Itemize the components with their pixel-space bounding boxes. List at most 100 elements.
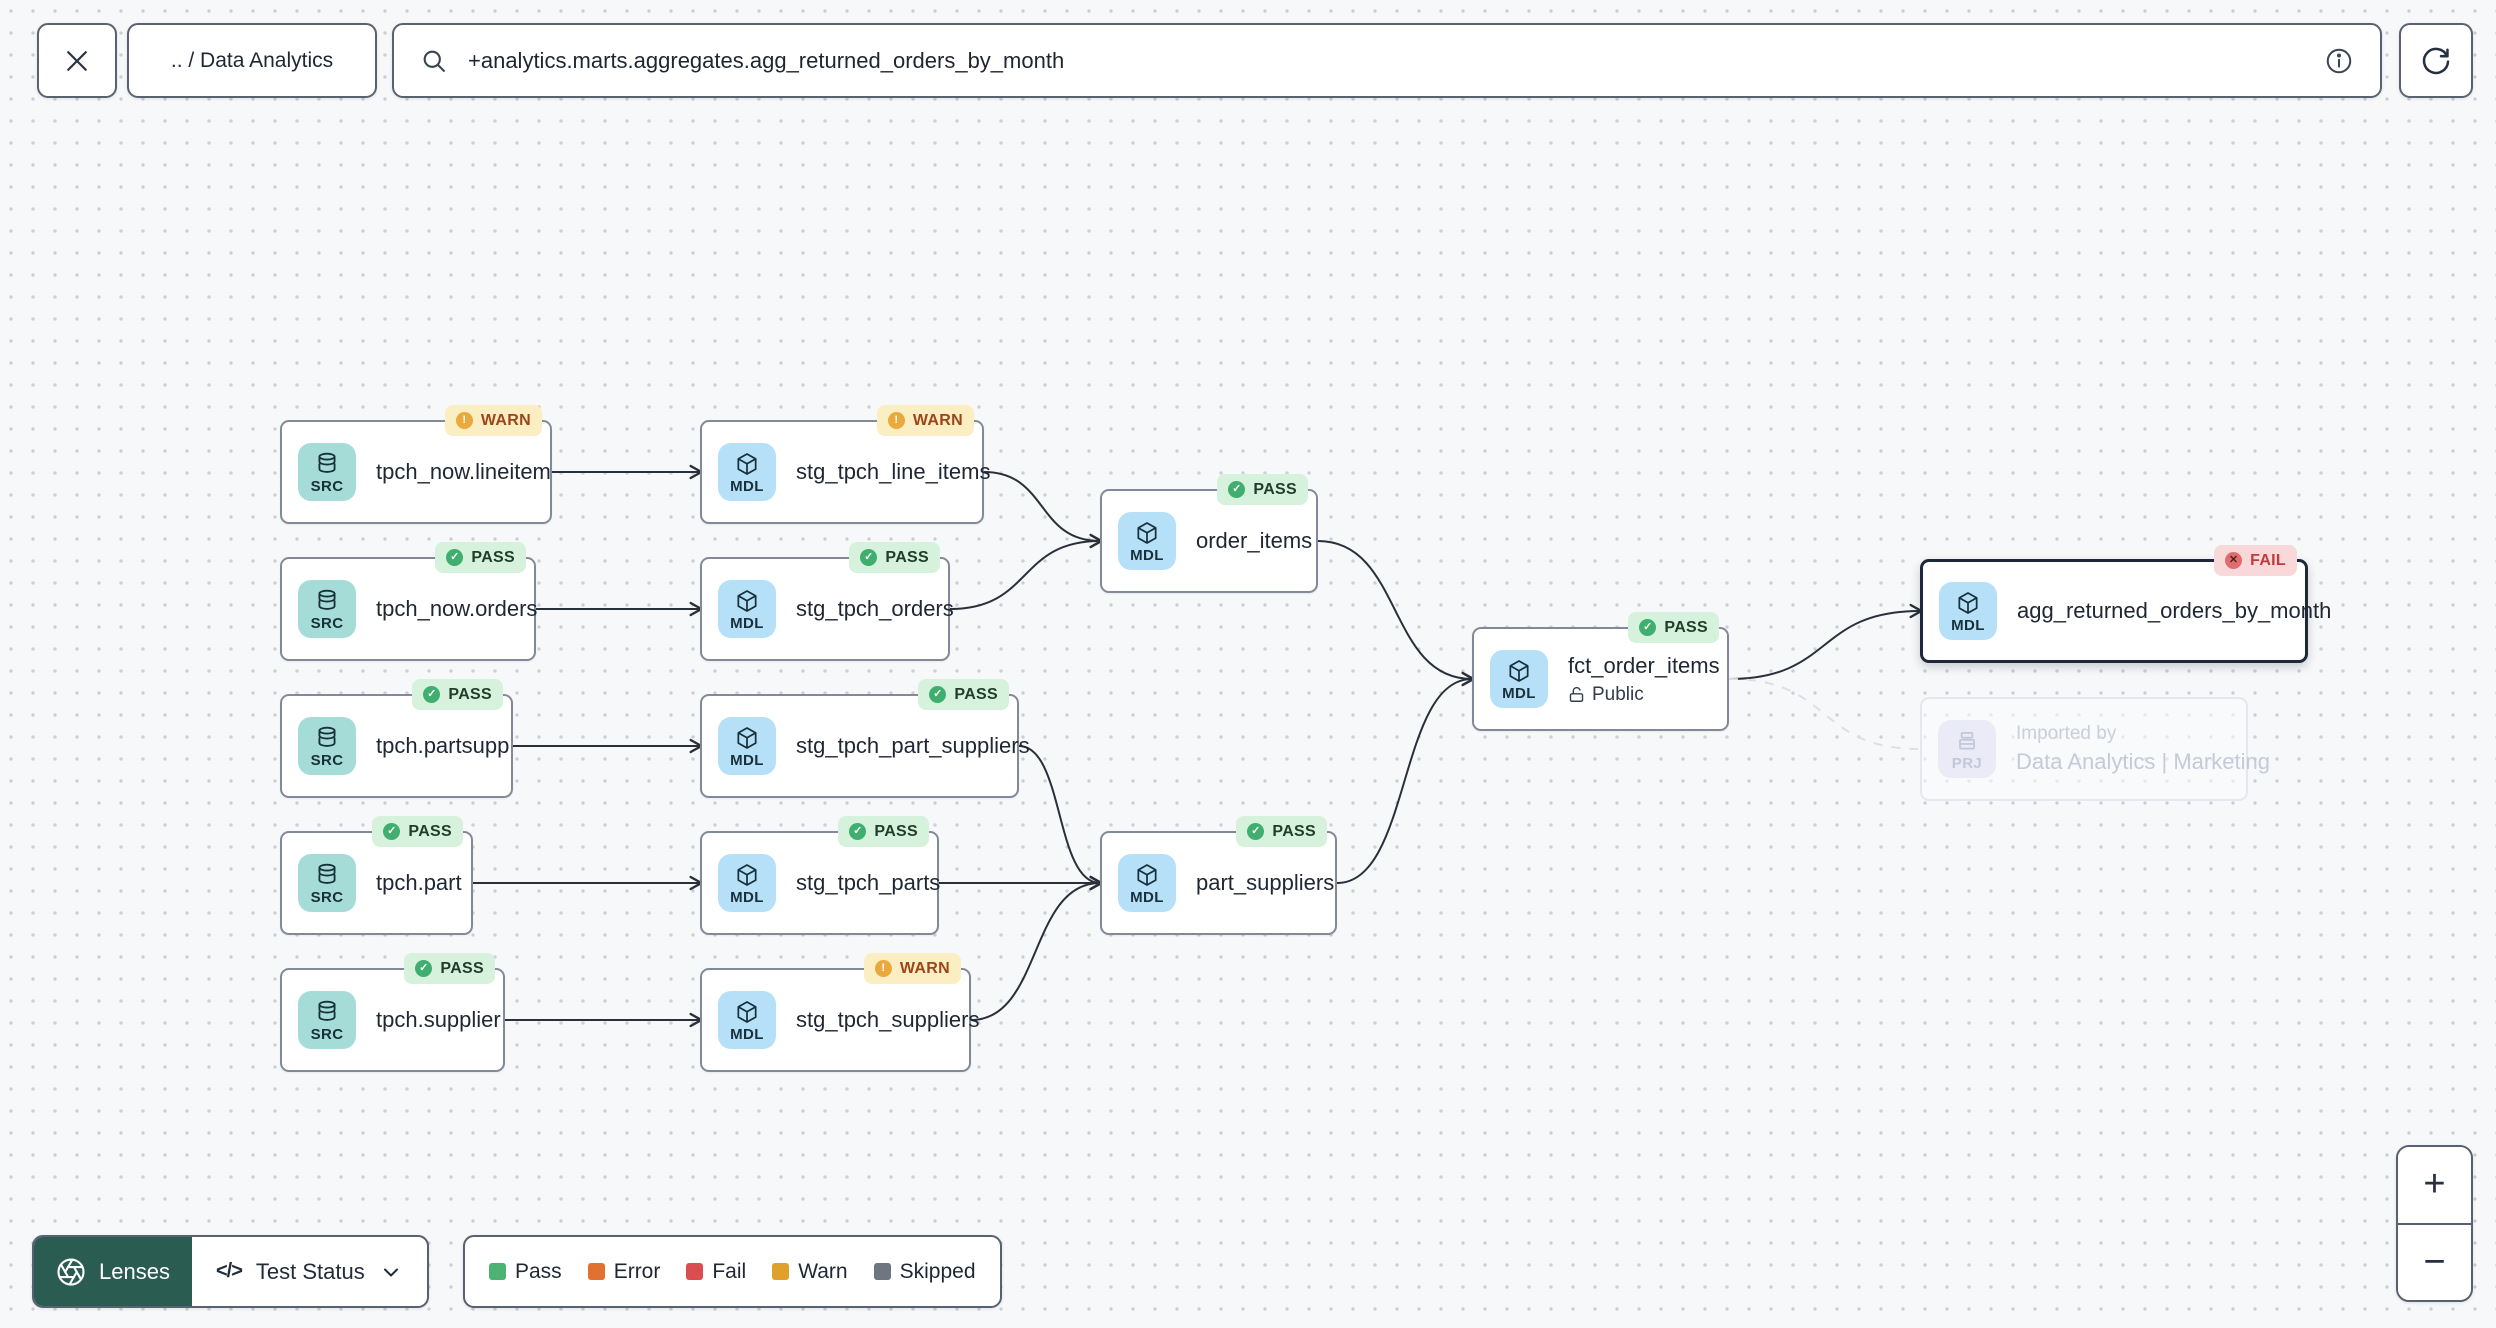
close-button[interactable]: [37, 23, 117, 98]
status-pass-icon: ✓: [423, 686, 441, 703]
status-pill-pass: ✓PASS: [918, 679, 1009, 710]
legend-label: Pass: [515, 1259, 562, 1283]
node-type-badge: MDL: [718, 580, 776, 638]
status-pill-warn: !WARN: [444, 405, 542, 436]
node-text: tpch.supplier: [376, 1007, 501, 1033]
node-type-label: PRJ: [1951, 754, 1983, 772]
node-type-label: MDL: [730, 751, 764, 769]
status-pill-pass: ✓PASS: [849, 542, 940, 573]
cube-icon: [734, 451, 760, 477]
breadcrumb-label: .. / Data Analytics: [170, 48, 334, 72]
node-label: tpch.part: [376, 870, 462, 895]
node-label: tpch.supplier: [376, 1007, 501, 1032]
status-pill-pass: ✓PASS: [1217, 474, 1308, 505]
lens-selector-dropdown[interactable]: </> Test Status: [192, 1237, 427, 1306]
status-pass-icon: ✓: [383, 823, 401, 840]
legend-item-pass: Pass: [489, 1260, 562, 1284]
node-agg_returned_orders_by_month[interactable]: MDL agg_returned_orders_by_month ✕FAIL: [1920, 545, 2331, 663]
status-pass-icon: ✓: [929, 686, 947, 703]
search-icon: [420, 47, 448, 75]
refresh-button[interactable]: [2399, 23, 2473, 98]
node-text: tpch.partsupp: [376, 733, 509, 759]
node-order_items[interactable]: MDL order_items ✓PASS: [1100, 474, 1318, 593]
node-text: stg_tpch_line_items: [796, 459, 990, 485]
status-pass-icon: ✓: [1639, 619, 1657, 636]
zoom-in-button[interactable]: +: [2398, 1147, 2471, 1223]
search-box[interactable]: [392, 23, 2382, 98]
cube-icon: [1134, 862, 1160, 888]
refresh-icon: [2420, 45, 2452, 77]
database-icon: [314, 725, 340, 751]
node-type-label: MDL: [1951, 616, 1985, 634]
status-warn-icon: !: [887, 412, 905, 429]
database-icon: [314, 999, 340, 1025]
database-icon: [314, 451, 340, 477]
node-type-badge: MDL: [1118, 512, 1176, 570]
legend-label: Skipped: [899, 1259, 976, 1283]
project-icon: [1954, 728, 1980, 754]
node-label: order_items: [1196, 528, 1313, 553]
lenses-button[interactable]: Lenses: [34, 1237, 192, 1306]
node-type-badge: SRC: [298, 991, 356, 1049]
search-input[interactable]: [466, 46, 2306, 75]
legend-label: Warn: [798, 1259, 848, 1283]
status-pill-label: WARN: [899, 959, 950, 977]
edge-order_items-to-fct_order_items: [1317, 540, 1476, 687]
breadcrumb[interactable]: .. / Data Analytics: [127, 23, 377, 98]
zoom-out-button[interactable]: −: [2398, 1222, 2471, 1300]
status-pill-label: PASS: [471, 548, 515, 566]
legend-item-skipped: Skipped: [873, 1259, 976, 1284]
node-type-badge: MDL: [718, 854, 776, 912]
status-pill-fail: ✕FAIL: [2214, 545, 2297, 576]
status-warn-icon: !: [455, 412, 473, 429]
node-type-label: MDL: [1502, 684, 1536, 702]
cube-icon: [734, 725, 760, 751]
status-pass-icon: ✓: [446, 549, 464, 566]
node-type-label: SRC: [310, 477, 344, 495]
node-type-badge: PRJ: [1938, 720, 1996, 778]
node-type-label: MDL: [730, 614, 764, 632]
node-type-badge: MDL: [718, 991, 776, 1049]
ghost-node-text: Imported by Data Analytics | Marketing: [2016, 723, 2270, 775]
ghost-node-subtitle: Data Analytics | Marketing: [2016, 749, 2270, 774]
node-type-badge: MDL: [1939, 582, 1997, 640]
node-access-label: Public: [1592, 683, 1644, 705]
database-icon: [314, 862, 340, 888]
node-tpch.supplier[interactable]: SRC tpch.supplier ✓PASS: [280, 953, 505, 1072]
status-pill-pass: ✓PASS: [1628, 612, 1719, 643]
node-text: stg_tpch_orders: [796, 596, 954, 622]
node-type-badge: SRC: [298, 854, 356, 912]
node-type-label: MDL: [730, 477, 764, 495]
unlock-icon: [1568, 686, 1585, 703]
node-label: stg_tpch_part_suppliers: [796, 733, 1030, 758]
node-text: part_suppliers: [1196, 870, 1334, 896]
lens-selector-label: Test Status: [255, 1258, 365, 1284]
node-type-badge: MDL: [718, 443, 776, 501]
aperture-icon: [56, 1257, 86, 1287]
node-label: agg_returned_orders_by_month: [2017, 598, 2332, 623]
node-text: tpch.part: [376, 870, 462, 896]
node-type-label: MDL: [730, 888, 764, 906]
node-label: part_suppliers: [1196, 870, 1335, 895]
node-label: stg_tpch_line_items: [796, 459, 991, 484]
status-pass-icon: ✓: [1247, 823, 1265, 840]
status-pill-pass: ✓PASS: [404, 953, 495, 984]
node-stg_tpch_orders[interactable]: MDL stg_tpch_orders ✓PASS: [700, 542, 954, 661]
info-icon[interactable]: [2324, 46, 2354, 76]
status-pass-icon: ✓: [849, 823, 867, 840]
edge-fct_order_items-to-agg_returned_orders_by_month: [1728, 603, 1924, 680]
node-stg_tpch_part_suppliers[interactable]: MDL stg_tpch_part_suppliers ✓PASS: [700, 679, 1030, 798]
status-pill-label: PASS: [1272, 822, 1316, 840]
status-pill-label: FAIL: [2250, 551, 2286, 569]
